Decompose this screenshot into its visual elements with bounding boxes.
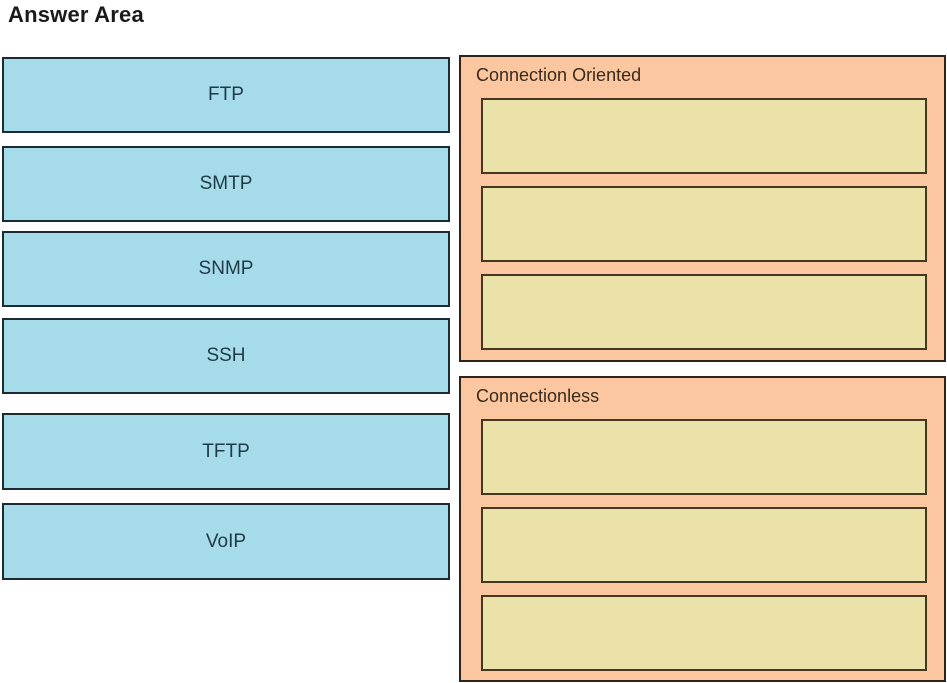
drop-group-label: Connection Oriented <box>476 65 642 85</box>
drag-item-label: VoIP <box>205 530 247 552</box>
drag-item-snmp[interactable]: SNMP <box>2 231 450 307</box>
drag-item-label: SMTP <box>199 173 253 194</box>
drag-item-label: TFTP <box>202 440 250 462</box>
drop-group-connectionless: Connectionless <box>459 376 946 682</box>
drop-group-connection-oriented: Connection Oriented <box>459 55 946 362</box>
drag-item-label: FTP <box>208 84 244 105</box>
drag-item-smtp[interactable]: SMTP <box>2 146 450 222</box>
drag-item-voip[interactable]: VoIP <box>2 503 450 580</box>
drag-item-label: SSH <box>206 345 246 366</box>
drop-slot-connection-oriented-3[interactable] <box>481 274 927 350</box>
drop-slot-connectionless-3[interactable] <box>481 595 927 671</box>
drop-slot-connection-oriented-1[interactable] <box>481 98 927 174</box>
drop-slot-connectionless-1[interactable] <box>481 419 927 495</box>
drop-slot-connectionless-2[interactable] <box>481 507 927 583</box>
drop-group-label: Connectionless <box>476 386 600 406</box>
drag-item-tftp[interactable]: TFTP <box>2 413 450 490</box>
page-title: Answer Area <box>8 2 144 27</box>
drag-item-ssh[interactable]: SSH <box>2 318 450 394</box>
drag-item-ftp[interactable]: FTP <box>2 57 450 133</box>
drop-slot-connection-oriented-2[interactable] <box>481 186 927 262</box>
drag-item-label: SNMP <box>198 258 254 279</box>
